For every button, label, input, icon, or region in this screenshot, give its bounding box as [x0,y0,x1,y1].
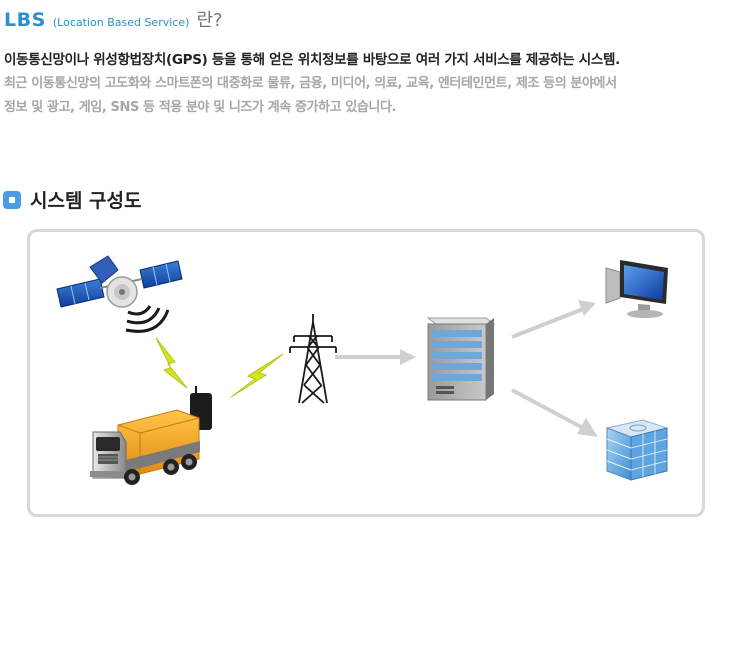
title-suffix: 란? [196,10,223,31]
description-line-2: 정보 및 광고, 게임, SNS 등 적용 분야 및 니즈가 계속 증가하고 있… [4,100,397,115]
title-full-name: (Location Based Service) [52,16,190,29]
section-header: 시스템 구성도 [3,186,142,213]
bullet-square-icon [3,190,21,209]
truck-icon [90,386,212,485]
satellite-icon [56,255,183,333]
page-title: LBS (Location Based Service) 란? [4,6,223,32]
transmission-tower-icon [289,314,337,404]
title-abbr: LBS [4,9,46,31]
lightning-bolt-icon [155,337,188,389]
arrow-tower-to-server [335,349,416,365]
description-line-1: 최근 이동통신망의 고도화와 스마트폰의 대중화로 물류, 금융, 미디어, 의… [4,76,617,91]
arrow-server-to-monitor [511,300,596,339]
monitor-icon [605,260,668,318]
building-icon [605,419,669,481]
lead-text: 이동통신망이나 위성항법장치(GPS) 등을 통해 얻은 위치정보를 바탕으로 … [4,52,620,68]
section-title: 시스템 구성도 [30,190,142,212]
arrow-server-to-building [511,388,598,437]
lightning-bolt-icon [230,353,284,398]
server-icon [426,317,496,401]
